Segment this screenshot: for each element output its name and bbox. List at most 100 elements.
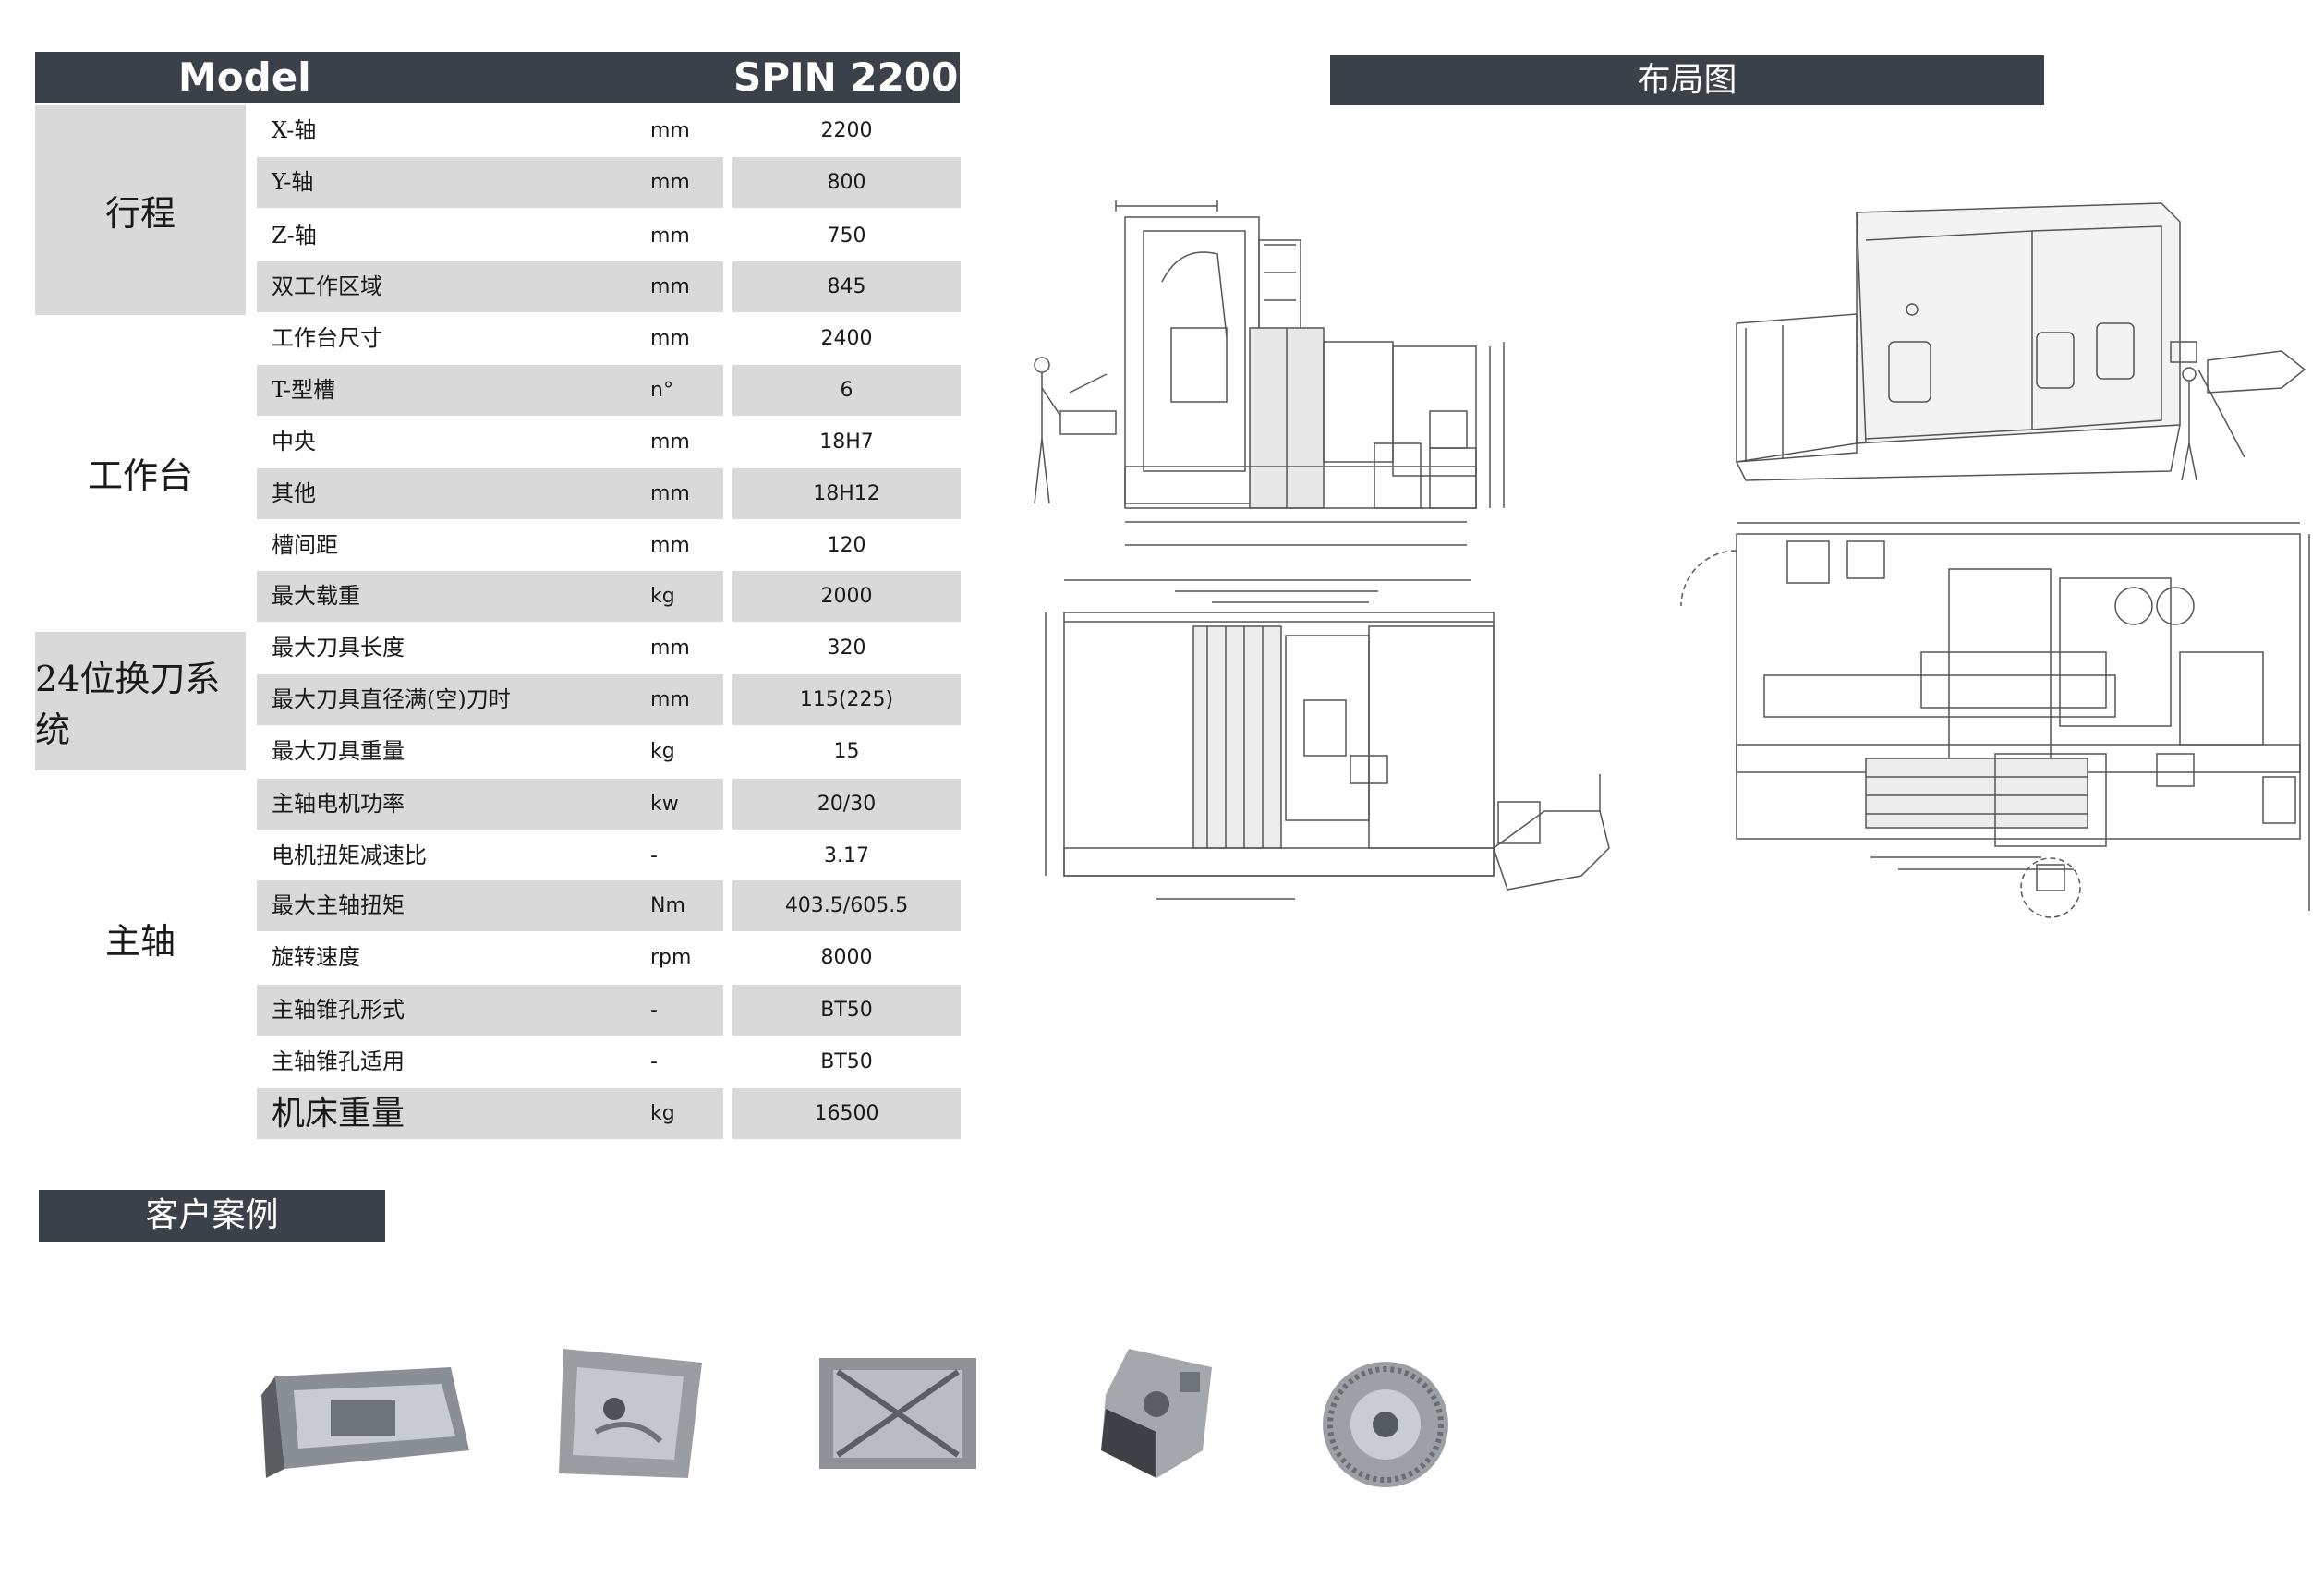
spec-name: 主轴锥孔适用 <box>272 1049 405 1074</box>
group-label: 行程 <box>104 193 176 234</box>
spec-unit: - <box>650 1050 658 1073</box>
spec-name: 主轴锥孔形式 <box>272 997 405 1023</box>
spec-unit: kg <box>650 585 675 608</box>
spec-row: 电机扭矩减速比 - 3.17 <box>257 830 961 881</box>
case-photo-2 <box>559 1349 702 1478</box>
spec-unit: rpm <box>650 946 692 969</box>
group-label: 工作台 <box>87 455 193 496</box>
spec-value: 403.5/605.5 <box>784 894 909 917</box>
spec-name: X-轴 <box>272 117 317 143</box>
spec-row: 最大刀具重量 kg 15 <box>257 726 961 777</box>
spec-value: 2000 <box>820 585 873 608</box>
group-tool-changer: 24位换刀系统 <box>35 632 246 770</box>
spec-row: 最大刀具长度 mm 320 <box>257 623 961 673</box>
spec-unit: mm <box>650 327 690 350</box>
spec-name: 最大载重 <box>272 583 360 609</box>
spec-unit: mm <box>650 275 690 298</box>
side-elevation-drawing <box>1034 200 1505 546</box>
spec-value: 115(225) <box>799 688 894 711</box>
spec-name: 双工作区域 <box>272 273 382 299</box>
spec-name: 最大刀具重量 <box>272 738 405 764</box>
spec-row: 主轴锥孔适用 - BT50 <box>257 1036 961 1087</box>
spec-row: 主轴锥孔形式 - BT50 <box>257 985 961 1036</box>
case-photo-5 <box>1323 1362 1448 1487</box>
spec-value: 120 <box>827 534 866 557</box>
spec-row: Z-轴 mm 750 <box>257 211 961 261</box>
spec-row: 最大刀具直径满(空)刀时 mm 115(225) <box>257 674 961 725</box>
spec-unit: - <box>650 844 658 867</box>
spec-unit: kg <box>650 1102 675 1125</box>
spec-unit: mm <box>650 534 690 557</box>
spec-row: 机床重量 kg 16500 <box>257 1088 961 1139</box>
model-value: SPIN 2200 <box>733 55 959 100</box>
spec-unit: kw <box>650 793 679 816</box>
spec-value: 18H7 <box>819 430 874 454</box>
spec-value: 3.17 <box>824 844 869 867</box>
layout-title: 布局图 <box>1330 55 2044 105</box>
group-label: 主轴 <box>104 921 176 962</box>
case-photo-4 <box>1101 1349 1212 1478</box>
group-table: 工作台 <box>35 315 246 629</box>
spec-row: Y-轴 mm 800 <box>257 157 961 208</box>
spec-name: 电机扭矩减速比 <box>272 842 427 868</box>
spec-unit: Nm <box>650 894 685 917</box>
spec-row: 中央 mm 18H7 <box>257 417 961 467</box>
case-photo-1 <box>261 1367 469 1478</box>
spec-value: BT50 <box>820 1050 873 1073</box>
isometric-machine-drawing <box>1735 202 2306 481</box>
spec-unit: kg <box>650 740 675 763</box>
spec-name: T-型槽 <box>272 377 336 403</box>
group-label: 24位换刀系统 <box>35 659 221 750</box>
spec-row: T-型槽 n° 6 <box>257 365 961 416</box>
spec-unit: mm <box>650 224 690 248</box>
top-plan-drawing <box>1680 522 2310 918</box>
spec-name: 工作台尺寸 <box>272 325 382 351</box>
spec-value: 15 <box>833 740 860 763</box>
spec-name: 最大刀具直径满(空)刀时 <box>272 686 511 712</box>
spec-value: 6 <box>840 379 853 402</box>
spec-unit: mm <box>650 482 690 505</box>
spec-value: 845 <box>827 275 866 298</box>
group-spindle: 主轴 <box>35 783 246 1093</box>
spec-unit: - <box>650 999 658 1022</box>
front-elevation-drawing <box>1045 579 1610 900</box>
spec-unit: mm <box>650 430 690 454</box>
spec-name: 中央 <box>272 429 316 455</box>
spec-row: 主轴电机功率 kw 20/30 <box>257 779 961 830</box>
spec-row: 槽间距 mm 120 <box>257 520 961 571</box>
spec-unit: mm <box>650 688 690 711</box>
model-label: Model <box>178 55 311 100</box>
spec-row: 其他 mm 18H12 <box>257 468 961 519</box>
spec-value: 2400 <box>820 327 873 350</box>
spec-name: 旋转速度 <box>272 944 360 970</box>
spec-value: 18H12 <box>813 482 880 505</box>
spec-name: 主轴电机功率 <box>272 791 405 817</box>
spec-name: 最大刀具长度 <box>272 635 405 661</box>
spec-value: 16500 <box>814 1102 879 1125</box>
spec-row: 最大载重 kg 2000 <box>257 571 961 622</box>
group-travel: 行程 <box>35 105 246 315</box>
spec-unit: mm <box>650 171 690 194</box>
case-photo-3 <box>819 1358 976 1469</box>
spec-name: 最大主轴扭矩 <box>272 892 405 918</box>
spec-name: 其他 <box>272 480 316 506</box>
spec-row: 旋转速度 rpm 8000 <box>257 932 961 983</box>
model-header: Model SPIN 2200 <box>35 52 960 103</box>
spec-row: 最大主轴扭矩 Nm 403.5/605.5 <box>257 880 961 931</box>
spec-unit: n° <box>650 379 673 402</box>
spec-value: 8000 <box>820 946 873 969</box>
spec-value: 320 <box>827 636 866 660</box>
spec-unit: mm <box>650 636 690 660</box>
spec-name: 机床重量 <box>272 1095 405 1133</box>
spec-name: Y-轴 <box>272 169 314 195</box>
spec-value: 800 <box>827 171 866 194</box>
spec-value: 750 <box>827 224 866 248</box>
spec-unit: mm <box>650 119 690 142</box>
spec-row: 工作台尺寸 mm 2400 <box>257 313 961 364</box>
spec-value: BT50 <box>820 999 873 1022</box>
cases-title: 客户案例 <box>39 1190 385 1242</box>
spec-value: 20/30 <box>817 793 877 816</box>
spec-name: Z-轴 <box>272 223 317 249</box>
spec-name: 槽间距 <box>272 532 338 558</box>
